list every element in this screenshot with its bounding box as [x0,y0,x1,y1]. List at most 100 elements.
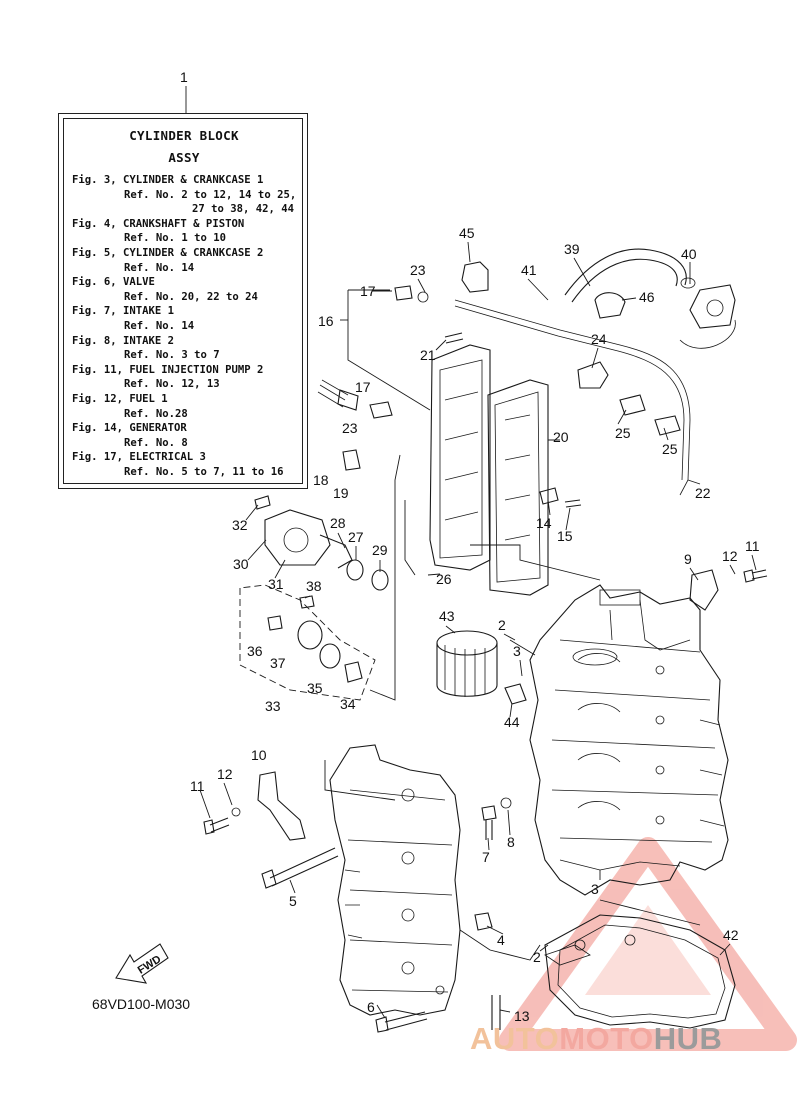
ref-fig-line: Fig. 6, VALVE [72,276,155,289]
callout-18: 18 [313,472,329,488]
clip-46 [594,292,626,319]
stud-13 [491,995,501,1030]
callout-38: 38 [306,578,322,594]
callout-17b: 17 [355,379,371,395]
kit-box-33 [239,584,376,701]
callout-33: 33 [265,698,281,714]
callout-1: 1 [180,69,188,85]
watermark-part2: MOTO [559,1021,654,1056]
ref-fig-line: Fig. 4, CRANKSHAFT & PISTON [72,217,245,230]
callout-7: 7 [482,849,490,865]
ref-no-line: Ref. No. 14 [124,261,195,274]
callout-28: 28 [330,515,346,531]
washer-8 [500,797,512,809]
callout-13: 13 [514,1008,530,1024]
callout-34: 34 [340,696,356,712]
gasket-42 [544,914,736,1029]
ref-fig-line: Fig. 3, CYLINDER & CRANKCASE 1 [72,174,264,186]
callout-44: 44 [504,714,520,730]
callout-8: 8 [507,834,515,850]
watermark-text: AUTOMOTOHUB [470,1021,722,1057]
bracket-9 [689,569,719,611]
callout-45: 45 [459,225,475,241]
fwd-arrow-icon [115,943,169,984]
bolt-11a [743,569,768,583]
callout-11b: 11 [190,778,205,794]
callout-29: 29 [372,542,388,558]
callout-14: 14 [536,515,552,531]
callout-25b: 25 [662,441,678,457]
callout-15: 15 [557,528,573,544]
ref-fig-line: Fig. 8, INTAKE 2 [72,334,175,347]
ref-no-line: Ref. No. 20, 22 to 24 [124,290,258,303]
callout-9: 9 [684,551,692,567]
callout-17: 17 [360,283,376,299]
callout-30: 30 [233,556,249,572]
watermark-logo [499,837,797,1051]
crankcase [329,744,461,1016]
oil-filter [436,630,498,697]
washer-23 [417,291,429,303]
callout-32: 32 [232,517,248,533]
ref-no-line: Ref. No. 1 to 10 [124,232,227,245]
callout-23b: 23 [342,420,358,436]
callout-3: 3 [513,643,521,659]
plug-18 [342,449,361,471]
ref-fig-line: Fig. 7, INTAKE 1 [72,305,175,318]
assembly-info-box: CYLINDER BLOCK ASSY Fig. 3, CYLINDER & C… [58,113,308,489]
fitting-44 [504,683,527,705]
watermark-part1: AUTO [470,1021,560,1056]
callout-11: 11 [745,538,760,554]
callout-19: 19 [333,485,349,501]
ref-fig-line: Fig. 14, GENERATOR [72,422,187,435]
callout-27: 27 [348,529,364,545]
callout-10: 10 [251,747,267,763]
callout-42: 42 [723,927,739,943]
ref-no-line: 27 to 38, 42, 44 [192,203,295,216]
callout-20: 20 [553,429,569,445]
plate-14 [539,487,559,505]
cylinder-block [529,584,729,896]
ref-fig-line: Fig. 12, FUEL 1 [72,392,168,405]
callout-5: 5 [289,893,297,909]
callout-3b: 3 [591,881,599,897]
hose-22 [454,299,691,496]
bracket-10 [257,771,306,841]
reference-list: Fig. 3, CYLINDER & CRANKCASE 1 Ref. No. 2… [72,173,296,479]
washer-12b [231,807,241,817]
callout-26: 26 [436,571,452,587]
ref-fig-line: Fig. 17, ELECTRICAL 3 [72,451,206,464]
callout-2: 2 [498,617,506,633]
bolt-4 [474,912,493,931]
callout-39: 39 [564,241,580,257]
plug-23a [394,285,413,301]
clip-45 [461,261,489,293]
clamp-24 [577,361,609,389]
callout-36: 36 [247,643,263,659]
callout-37: 37 [270,655,286,671]
spring-17 [317,379,359,411]
callout-6: 6 [367,999,375,1015]
callout-31: 31 [268,576,284,592]
callout-12b: 12 [217,766,233,782]
ref-no-line: Ref. No. 3 to 7 [124,349,220,362]
callout-2b: 2 [533,949,541,965]
ref-no-line: Ref. No. 14 [124,319,195,332]
plug-23b [369,401,393,419]
callout-46: 46 [639,289,655,305]
diagram-code: 68VD100-M030 [92,996,191,1012]
clamp-25b [654,415,681,436]
exhaust-cover [429,344,549,596]
callout-12: 12 [722,548,738,564]
bolt-11b [203,817,230,835]
bolt-5 [261,847,339,889]
box-title-line2: ASSY [168,150,200,165]
thermostat-housing [254,495,389,683]
callout-23: 23 [410,262,426,278]
ref-no-line: Ref. No. 5 to 7, 11 to 16 [124,465,284,478]
ref-no-line: Ref. No.28 [124,407,188,420]
callout-21: 21 [420,347,436,363]
bolt-6 [375,1011,428,1033]
ref-fig-line: Fig. 5, CYLINDER & CRANKCASE 2 [72,246,264,259]
watermark-part3: HUB [653,1021,723,1056]
